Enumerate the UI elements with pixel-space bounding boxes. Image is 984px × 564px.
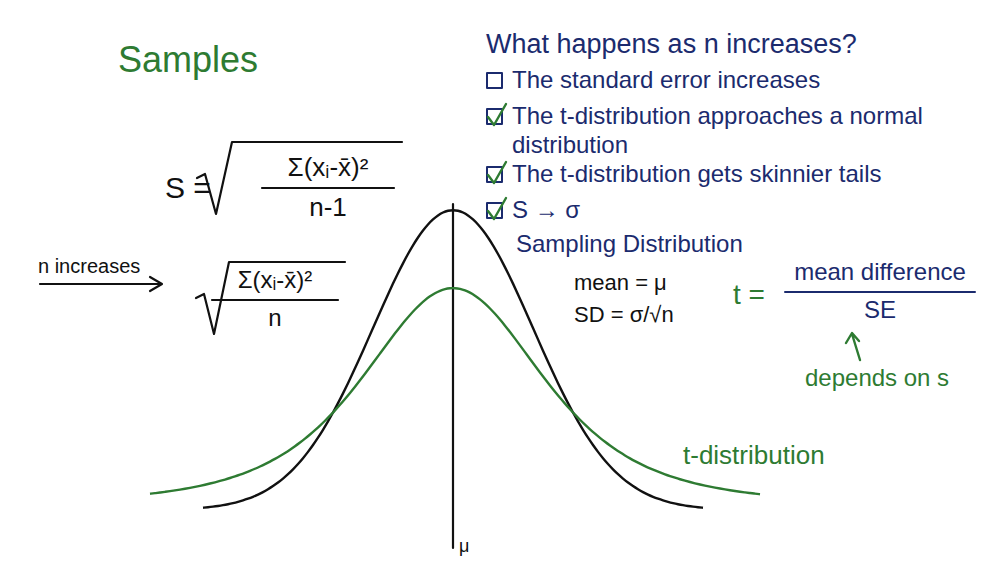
check-mark <box>488 198 506 219</box>
check-mark <box>488 162 506 183</box>
mean-axis <box>452 204 454 548</box>
answer-option: S → σ <box>512 196 580 225</box>
radical-sign <box>197 142 402 214</box>
arrow <box>40 277 162 291</box>
radical-sign <box>196 262 345 334</box>
answer-option: The t-distribution gets skinnier tails <box>512 160 882 189</box>
numerator: Σ(xᵢ-x̄)² <box>288 152 369 183</box>
t-distribution-curve <box>150 288 760 494</box>
axis-label: μ <box>459 536 469 558</box>
fraction-bar <box>785 291 975 293</box>
formula-text: t = <box>733 278 765 312</box>
checkbox <box>487 73 502 88</box>
answer-option: The standard error increases <box>512 66 820 95</box>
denominator: SE <box>864 296 896 325</box>
denominator: n-1 <box>309 192 347 223</box>
arrow <box>846 333 860 360</box>
fraction-bar <box>212 299 338 301</box>
check-mark <box>488 104 506 125</box>
heading: Sampling Distribution <box>516 230 743 259</box>
formula-text: mean = μ <box>574 270 667 296</box>
arrow-label: n increases <box>38 254 140 278</box>
question: What happens as n increases? <box>486 28 857 60</box>
title: Samples <box>118 38 258 81</box>
numerator: Σ(xᵢ-x̄)² <box>238 266 313 295</box>
curve-label: t-distribution <box>680 440 828 471</box>
denominator: n <box>268 304 281 333</box>
formula-text: S = <box>165 170 211 206</box>
fraction-bar <box>262 187 394 189</box>
note: depends on s <box>805 364 949 393</box>
answer-option: The t-distribution approaches a normal d… <box>512 102 962 160</box>
numerator: mean difference <box>794 258 966 287</box>
formula-text: SD = σ/√n <box>574 302 674 328</box>
